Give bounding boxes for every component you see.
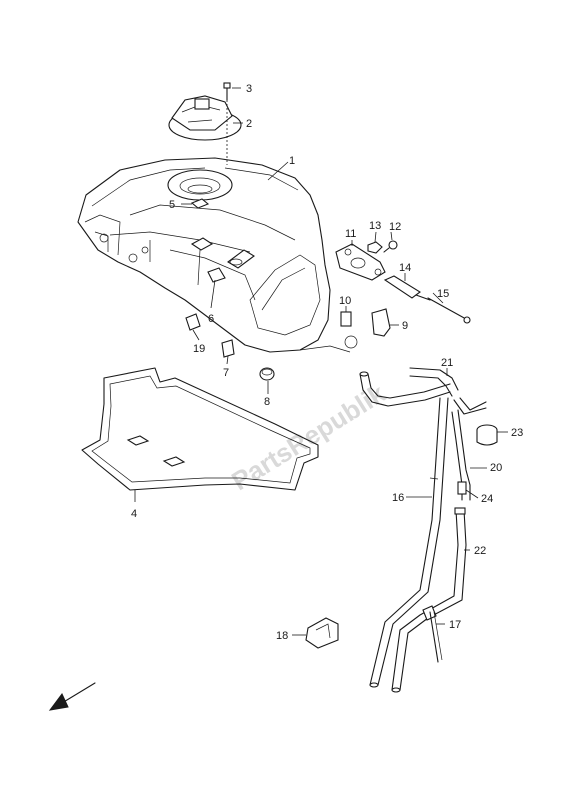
grommet[interactable]	[259, 367, 275, 381]
callout-11[interactable]: 11	[345, 228, 356, 240]
callout-2[interactable]: 2	[246, 118, 252, 130]
callout-24[interactable]: 24	[481, 493, 493, 505]
callout-21[interactable]: 21	[441, 357, 453, 369]
callout-labels: 1 2 3 4 5 6 7 8 9 10 11 12 13 14 15 16 1…	[131, 83, 523, 642]
tank-cushion[interactable]	[81, 367, 319, 491]
callout-14[interactable]: 14	[399, 262, 411, 274]
callout-22[interactable]: 22	[474, 545, 486, 557]
drain-hose[interactable]	[369, 397, 449, 688]
callout-20[interactable]: 20	[490, 462, 502, 474]
callout-13[interactable]: 13	[369, 220, 381, 232]
callout-1[interactable]: 1	[289, 155, 295, 167]
front-direction-arrow-icon	[48, 682, 96, 711]
hose[interactable]	[359, 367, 459, 407]
callout-15[interactable]: 15	[437, 288, 449, 300]
cap-bolt[interactable]	[223, 82, 231, 101]
leader-lines	[134, 87, 508, 636]
hose[interactable]	[391, 509, 467, 693]
cushion[interactable]	[340, 311, 352, 327]
breather-hose[interactable]	[451, 397, 487, 501]
damper[interactable]	[383, 275, 431, 301]
callout-8[interactable]: 8	[264, 396, 270, 408]
hose-clamp[interactable]	[305, 617, 339, 649]
callout-18[interactable]: 18	[276, 630, 288, 642]
watermark: PartsRepublik	[226, 378, 391, 496]
cap[interactable]	[476, 424, 498, 446]
clip[interactable]	[221, 339, 235, 358]
callout-10[interactable]: 10	[339, 295, 351, 307]
callout-12[interactable]: 12	[389, 221, 401, 233]
callout-17[interactable]: 17	[449, 619, 461, 631]
callout-16[interactable]: 16	[392, 492, 404, 504]
pad[interactable]	[185, 313, 201, 331]
hose-clamp-tie[interactable]	[422, 605, 443, 663]
screw[interactable]	[383, 240, 398, 253]
support-rod[interactable]	[427, 297, 471, 324]
tank-label[interactable]	[190, 198, 210, 209]
rubber-cap[interactable]	[371, 308, 391, 337]
fuel-tank[interactable]	[77, 157, 358, 353]
callout-7[interactable]: 7	[223, 367, 229, 379]
callout-4[interactable]: 4	[131, 508, 137, 520]
nut[interactable]	[367, 241, 383, 254]
callout-5[interactable]: 5	[169, 199, 175, 211]
fuel-cap[interactable]	[168, 95, 242, 141]
callout-9[interactable]: 9	[402, 320, 408, 332]
callout-23[interactable]: 23	[511, 427, 523, 439]
joint[interactable]	[454, 481, 467, 515]
callout-3[interactable]: 3	[246, 83, 252, 95]
callout-19[interactable]: 19	[193, 343, 205, 355]
callout-6[interactable]: 6	[208, 313, 214, 325]
